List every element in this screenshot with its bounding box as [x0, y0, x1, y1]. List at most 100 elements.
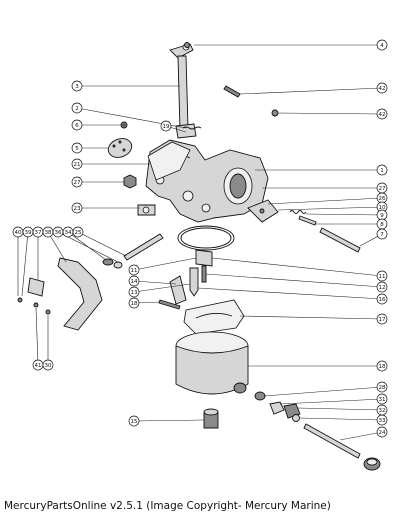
callout-23: 23: [71, 202, 140, 214]
callout-circle: [376, 270, 388, 282]
callout-27r: 27: [262, 182, 388, 194]
float-part-17: [183, 299, 245, 335]
callout-leader-line: [279, 398, 383, 405]
callout-number: 27: [74, 180, 81, 186]
callout-30: 30: [42, 315, 54, 371]
callout-circle: [71, 176, 83, 188]
spring-part-2: [182, 126, 202, 130]
callout-leader-line: [239, 87, 383, 95]
callout-number: 13: [131, 290, 138, 296]
callout-circle: [128, 264, 140, 276]
callout-number: 42: [379, 86, 386, 92]
needle-part-8: [298, 215, 317, 226]
callout-circle: [376, 414, 388, 426]
throttle-shaft-part: [169, 43, 197, 139]
callout-number: 36: [55, 230, 62, 236]
pin-part-39: [17, 297, 23, 303]
needle-part-7: [319, 227, 361, 253]
callout-circle: [71, 80, 83, 92]
callout-leader-line: [133, 257, 197, 271]
callout-number: 5: [75, 146, 79, 152]
plate-part-5: [107, 138, 133, 158]
knob-part-24: [363, 457, 381, 471]
callout-circle: [128, 297, 140, 309]
callout-number: 16: [379, 297, 386, 303]
callout-11r: 11: [211, 257, 388, 282]
carburetor-body-part: [145, 139, 269, 223]
callout-33: 33: [299, 414, 388, 426]
callout-circle: [376, 293, 388, 305]
needle-valve-part-13: [189, 267, 199, 297]
callout-leader-line: [35, 307, 39, 366]
callout-circle: [128, 286, 140, 298]
callout-number: 18: [131, 301, 138, 307]
float-lever-part-14: [169, 275, 187, 305]
screw-part-30: [45, 309, 51, 315]
callout-number: 17: [379, 317, 386, 323]
callout-circle: [128, 275, 140, 287]
callout-4: 4: [194, 39, 388, 51]
screw-part-25: [123, 233, 164, 261]
callout-circle: [376, 360, 388, 372]
callout-number: 9: [380, 213, 384, 219]
callout-number: 27: [379, 186, 386, 192]
callout-number: 19: [163, 124, 170, 130]
callout-leader-line: [205, 273, 383, 288]
callout-number: 11: [379, 274, 386, 280]
callout-number: 39: [25, 230, 32, 236]
callout-24: 24: [339, 426, 388, 441]
callout-circle: [160, 120, 172, 132]
callout-26: 26: [267, 192, 388, 205]
callout-number: 10: [379, 205, 386, 211]
callout-leader-line: [305, 213, 383, 216]
plug-part-15: [203, 408, 219, 429]
callout-25: 25: [72, 226, 127, 257]
callout-circle: [376, 82, 388, 94]
callout-number: 42: [379, 112, 386, 118]
needle-part-24: [303, 423, 361, 459]
callout-circle: [376, 164, 388, 176]
washer-part-28: [254, 391, 266, 401]
callout-13: 13: [128, 283, 191, 298]
screw-part-42-lower: [271, 109, 279, 117]
washer-part-36: [113, 261, 123, 269]
callout-number: 15: [131, 419, 138, 425]
clip-part-37: [27, 277, 45, 297]
callout-8: 8: [316, 218, 388, 230]
callout-34: 34: [62, 226, 107, 261]
callout-9: 9: [305, 209, 388, 221]
callout-19: 19: [160, 120, 187, 133]
callout-18l: 18: [128, 297, 161, 309]
callout-leader-line: [197, 287, 383, 300]
pin-part-42-upper: [223, 85, 241, 98]
callout-number: 40: [15, 230, 22, 236]
callout-number: 8: [380, 222, 384, 228]
callout-number: 14: [131, 279, 138, 285]
gasket-part-21: [147, 141, 191, 181]
washer-part-6: [120, 121, 128, 129]
callout-12: 12: [205, 273, 388, 293]
callout-number: 25: [75, 230, 82, 236]
callout-40: 40: [12, 226, 24, 296]
screw-part-41: [33, 302, 39, 308]
callout-21: 21: [71, 158, 150, 170]
callout-leader-line: [299, 417, 383, 421]
callout-31: 31: [279, 393, 388, 405]
callout-15: 15: [128, 415, 205, 427]
callout-number: 2: [75, 106, 79, 112]
callout-number: 12: [379, 285, 386, 291]
callout-circle: [72, 226, 84, 238]
callout-number: 37: [35, 230, 42, 236]
screw-part-23: [137, 204, 156, 216]
callout-7: 7: [359, 228, 388, 247]
callout-number: 26: [379, 196, 386, 202]
callout-leader-line: [133, 419, 205, 422]
callout-circle: [376, 393, 388, 405]
callout-18r: 18: [248, 360, 388, 372]
callout-number: 24: [379, 430, 386, 436]
callout-number: 28: [379, 385, 386, 391]
callout-leader-line: [77, 231, 127, 257]
callout-17: 17: [239, 313, 388, 325]
